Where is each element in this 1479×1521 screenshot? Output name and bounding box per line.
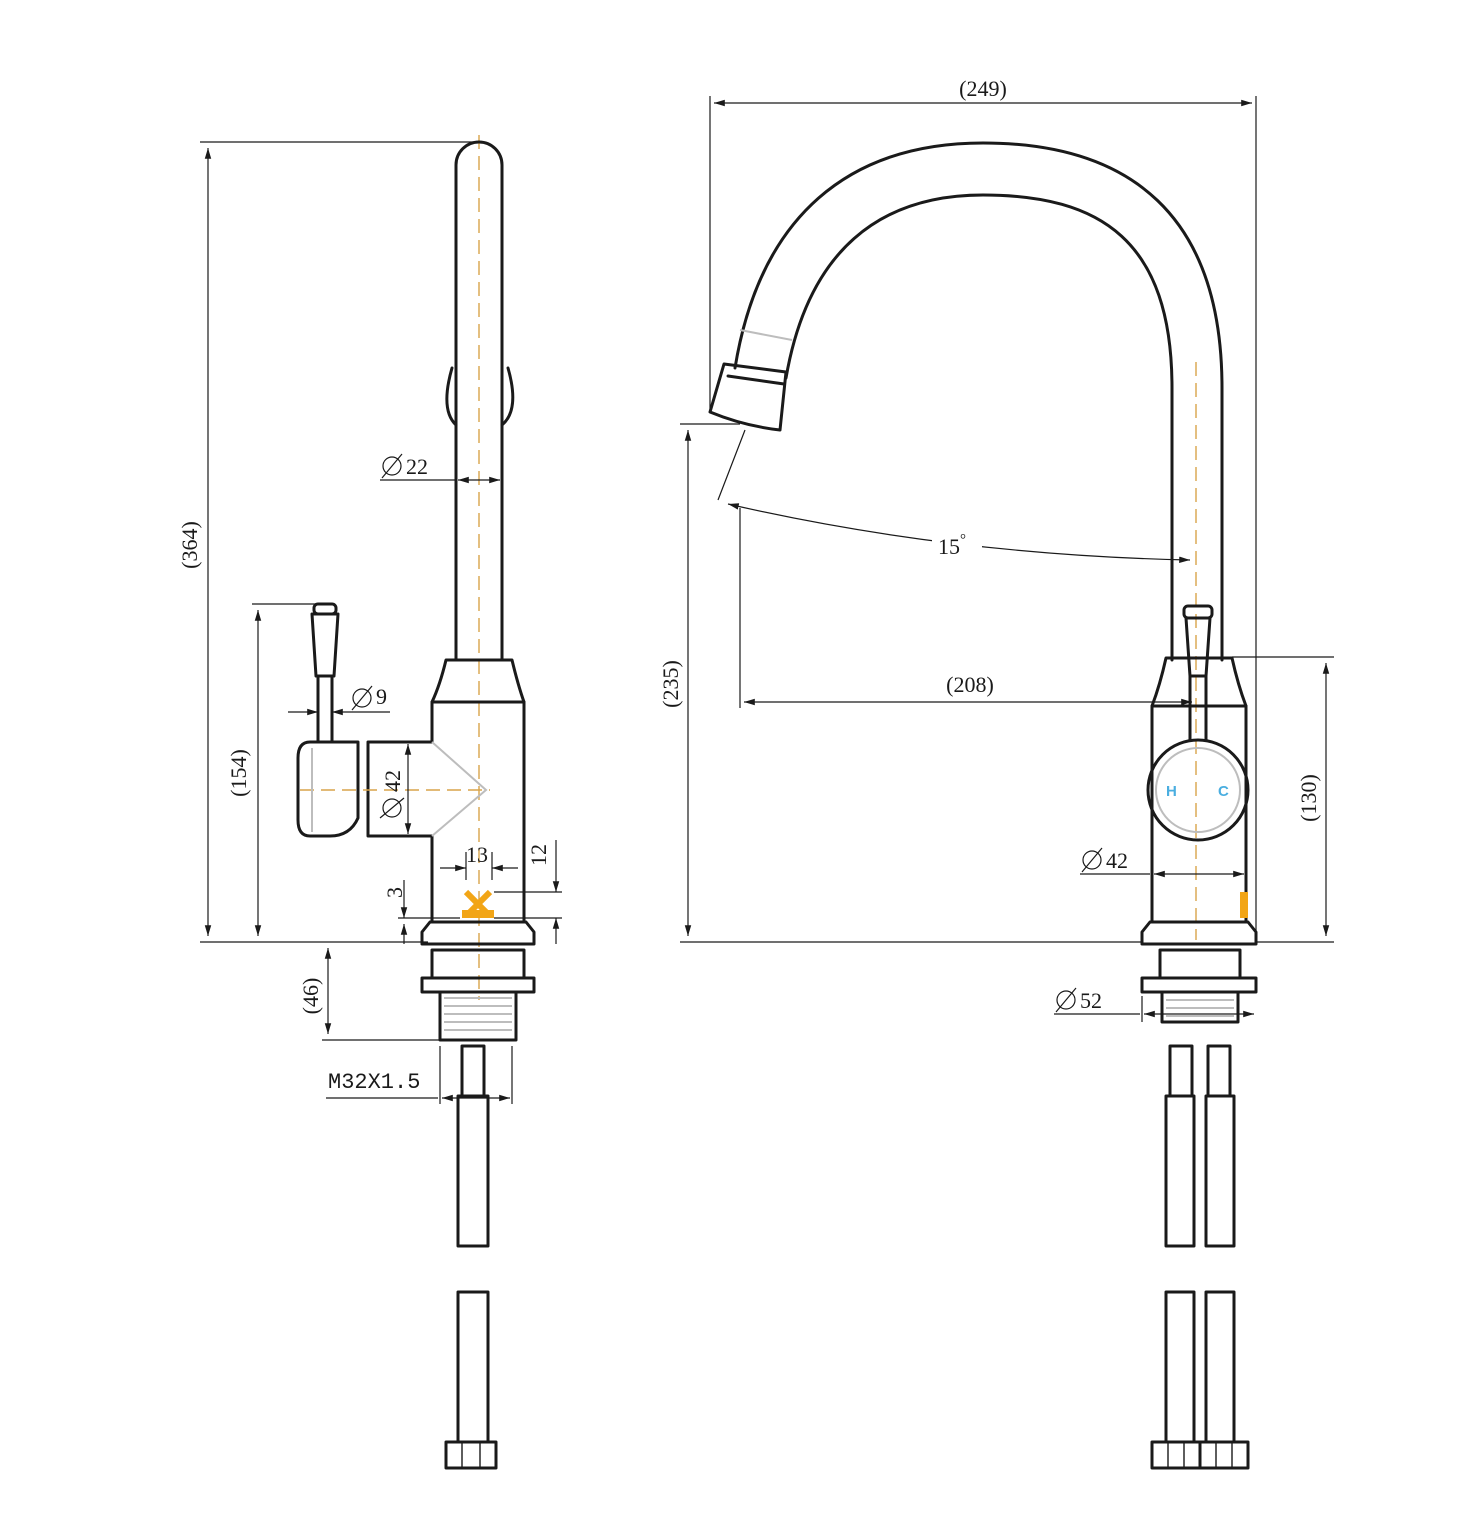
temperature-dial-inner <box>1155 747 1241 833</box>
side-nut-flats <box>461 1442 481 1468</box>
dim-spout-reach: (208) <box>946 672 994 697</box>
dim-spout-diameter: 22 <box>406 454 428 479</box>
cold-hose-lower <box>1204 1290 1236 1444</box>
dim-lever-diameter: 9 <box>376 684 387 709</box>
cold-hose-upper <box>1204 1094 1236 1248</box>
spout-inner-curve <box>784 193 1174 662</box>
diameter-symbol-9 <box>351 685 373 711</box>
dim-overall-height: (364) <box>177 521 202 569</box>
spout-clip <box>445 366 515 427</box>
front-view: H C (249) 15° (235) <box>658 76 1334 1470</box>
front-base-flange <box>1140 920 1258 946</box>
hot-hose-fitting <box>1168 1044 1194 1098</box>
diameter-symbol-22 <box>381 453 403 479</box>
hot-hose-upper <box>1164 1094 1196 1248</box>
spout-outer-curve <box>733 141 1224 662</box>
dim-base-gap: 3 <box>382 887 407 898</box>
cold-label: C <box>1218 783 1229 800</box>
front-washer <box>1140 976 1258 994</box>
thread-lines <box>444 997 512 1031</box>
side-hose-fitting <box>460 1044 486 1098</box>
front-lever-stem <box>1188 674 1208 742</box>
angle-label-mask <box>932 528 982 562</box>
orange-marker <box>462 889 494 919</box>
dim-front-body-diameter: 42 <box>1106 848 1128 873</box>
front-lever-knob <box>1182 604 1214 620</box>
diameter-symbol-42-side <box>379 797 405 819</box>
diameter-symbol-52 <box>1055 987 1077 1013</box>
hot-label: H <box>1166 783 1177 800</box>
cold-hose-fitting <box>1206 1044 1232 1098</box>
hot-hose-lower <box>1164 1290 1196 1444</box>
side-hose-upper <box>456 1094 490 1248</box>
dim-spout-height: (235) <box>658 660 683 708</box>
spout-joint-line <box>739 329 793 341</box>
lever-cap <box>296 740 360 838</box>
dim-side-body-diameter: 42 <box>380 770 405 792</box>
front-lever-handle <box>1184 616 1212 678</box>
angle-leg <box>717 429 746 501</box>
spout-aerator <box>708 362 788 432</box>
side-base-flange <box>420 920 536 946</box>
dim-marker-width: 13 <box>466 842 488 867</box>
dim-spout-angle: 15° <box>938 532 966 559</box>
dim-lever-height: (154) <box>226 749 251 797</box>
front-body-collar <box>1150 656 1248 708</box>
diameter-symbol-42-front <box>1081 847 1103 873</box>
side-base-ring <box>430 948 526 980</box>
aerator-ring <box>726 374 786 386</box>
dim-overall-width: (249) <box>959 76 1007 101</box>
cold-hose-nut <box>1198 1440 1250 1470</box>
lever-knob <box>312 602 338 616</box>
side-hose-lower <box>456 1290 490 1444</box>
side-view: (364) (154) 22 9 42 13 <box>177 135 562 1470</box>
temperature-dial <box>1146 738 1250 842</box>
dim-body-height: (130) <box>1296 774 1321 822</box>
side-body-collar <box>430 658 526 704</box>
dim-shank-length: (46) <box>298 978 323 1015</box>
lever-stem <box>316 674 334 744</box>
front-nut-flats <box>1167 1442 1233 1468</box>
front-threaded-shank <box>1160 990 1240 1024</box>
lever-handle <box>310 612 340 678</box>
side-threaded-shank <box>438 990 518 1042</box>
front-orange-marker <box>1240 892 1248 918</box>
side-hose-nut <box>444 1440 498 1470</box>
cartridge-outline <box>431 741 488 837</box>
hot-hose-nut <box>1150 1440 1202 1470</box>
dim-base-diameter: 52 <box>1080 988 1102 1013</box>
side-washer <box>420 976 536 994</box>
dim-thread: M32X1.5 <box>328 1070 420 1095</box>
front-base-ring <box>1158 948 1242 980</box>
dim-marker-height: 12 <box>526 844 551 866</box>
side-spout-tube <box>454 140 504 662</box>
